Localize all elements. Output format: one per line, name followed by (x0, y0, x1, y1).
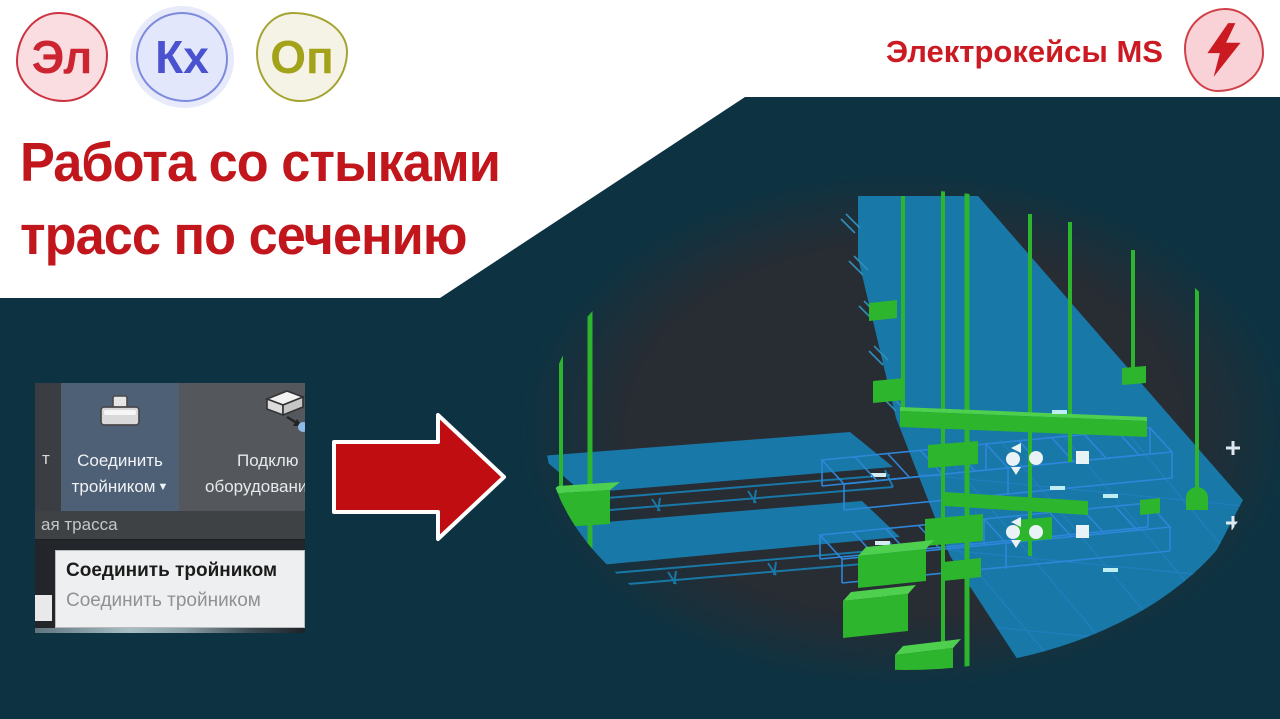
segment-dashes (1050, 410, 1118, 572)
canvas-fragment (35, 595, 52, 621)
lightning-icon (1207, 23, 1241, 77)
cad-toolbar-screenshot: т Соединить тройником▼ (35, 383, 305, 633)
badge-row: Эл Кх Оп (16, 12, 348, 102)
ribbon-row: т Соединить тройником▼ (35, 383, 305, 511)
tee-connector-icon (100, 395, 140, 426)
connect-tee-label-1: Соединить (77, 451, 163, 470)
badge-op-label: Оп (270, 31, 334, 83)
badge-el-label: Эл (31, 31, 93, 83)
screenshot-bottom-strip (35, 628, 305, 633)
badge-kh-label: Кх (155, 31, 209, 83)
badge-op: Оп (256, 12, 348, 102)
ribbon-partial-button[interactable]: т (35, 383, 61, 511)
title-line-2: трасс по сечению (20, 203, 467, 266)
grip-markers-upper (1006, 443, 1089, 475)
ribbon-partial-label: т (42, 449, 50, 468)
grip-markers-lower (1006, 517, 1089, 548)
connect-tee-label-2: тройником▼ (71, 477, 169, 496)
tooltip-subtitle[interactable]: Соединить тройником (66, 590, 261, 611)
connect-equipment-label-2: оборудовани (205, 477, 305, 496)
wire-tray-upper (820, 427, 1174, 511)
connect-tee-button[interactable]: Соединить тройником▼ (61, 383, 179, 511)
page-title: Работа со стыками трасс по сечению (20, 126, 501, 271)
command-tooltip: Соединить тройником Соединить тройником (55, 550, 305, 628)
eraser-icon (264, 390, 305, 432)
red-arrow-icon (332, 413, 506, 541)
drop-lines-left (548, 310, 620, 670)
connect-equipment-button[interactable]: Подклю оборудовани (179, 383, 305, 511)
tray-end-dash (875, 541, 890, 545)
channel-name: Электрокейсы MS (885, 34, 1163, 69)
tooltip-title[interactable]: Соединить тройником (66, 560, 278, 581)
lightning-badge (1184, 8, 1264, 92)
connect-equipment-label-1: Подклю (237, 451, 299, 470)
green-supports (843, 300, 1208, 670)
tray-end-dash (871, 473, 886, 477)
title-line-1: Работа со стыками (20, 131, 501, 193)
dropdown-arrow-icon: ▼ (157, 481, 169, 493)
badge-kh: Кх (136, 12, 228, 102)
ribbon-tab-label: ая трасса (35, 511, 305, 540)
badge-el: Эл (16, 12, 108, 102)
